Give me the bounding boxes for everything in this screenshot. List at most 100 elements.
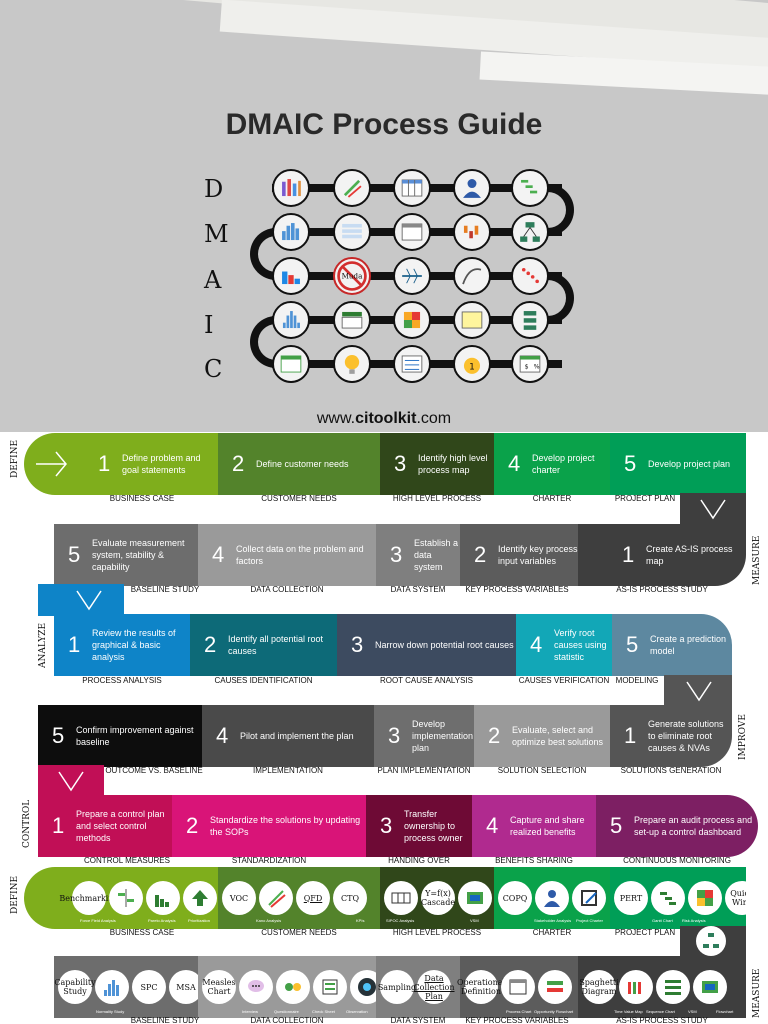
step-text: Generate solutions to eliminate root cau… <box>648 719 724 753</box>
questionnaire-icon[interactable] <box>276 970 310 1004</box>
tool-caption: Gantt Chart <box>652 918 673 923</box>
normality-study-icon[interactable] <box>95 970 129 1004</box>
tool-caption: KPIs <box>356 918 365 923</box>
step-text: Develop project charter <box>532 453 595 475</box>
options-grid-icon <box>453 301 491 339</box>
tool-caption: VSM <box>470 918 479 923</box>
voc-tool[interactable]: VOC <box>222 881 256 915</box>
process-flow-icon <box>511 301 549 339</box>
operational-definition-tool[interactable]: Operational Definition <box>457 970 505 1004</box>
measure-label-4: DATA COLLECTION <box>250 585 324 594</box>
spc-tool[interactable]: SPC <box>132 970 166 1004</box>
step-text: Create a prediction model <box>650 634 727 656</box>
tool-caption: Flowchart <box>716 1009 734 1014</box>
interview-icon[interactable] <box>239 970 273 1004</box>
define-label-5: PROJECT PLAN <box>614 494 676 503</box>
control-label-2: STANDARDIZATION <box>231 856 307 865</box>
letter-a: A <box>204 266 222 294</box>
fishbone-icon <box>393 257 431 295</box>
opportunity-flowchart-icon[interactable] <box>538 970 572 1004</box>
improve-label-2: SOLUTION SELECTION <box>497 766 587 775</box>
spaghetti-diagram-tool[interactable]: Spaghetti Diagram <box>579 970 619 1004</box>
prioritization-icon[interactable] <box>183 881 217 915</box>
check-sheet-icon[interactable] <box>313 970 347 1004</box>
y-fx-cascade-tool[interactable]: Y=f(x) Cascade <box>421 881 455 915</box>
tools-key-process-variables: Operational Definition <box>457 956 578 1018</box>
control-label-3: HANDING OVER <box>388 856 450 865</box>
stakeholder-icon[interactable] <box>535 881 569 915</box>
project-charter-icon[interactable] <box>572 881 606 915</box>
control-step-5: 5 Prepare an audit process and set-up a … <box>596 795 758 857</box>
step-text: Evaluate measurement system, stability &… <box>92 538 185 572</box>
tools-label-business-case: BUSINESS CASE <box>109 928 175 937</box>
vsm-icon[interactable] <box>458 881 492 915</box>
measure-band: 5 Evaluate measurement system, stability… <box>54 524 746 586</box>
step-number: 2 <box>232 451 245 476</box>
tools-business-case: Benchmarking <box>24 867 218 929</box>
tool-caption: Stakeholder Analysis <box>534 918 572 923</box>
msa-tool[interactable]: MSA <box>169 970 203 1004</box>
website-url[interactable]: www.citoolkit.com <box>316 410 452 427</box>
qfd-tool[interactable]: QFD <box>296 881 330 915</box>
measles-chart-tool[interactable]: Measles Chart <box>202 970 236 1004</box>
sipoc-icon[interactable] <box>384 881 418 915</box>
step-text: Define problem and goal statements <box>122 453 201 475</box>
analyze-step-4: 4 Verify root causes using statistic <box>516 614 612 676</box>
process-chart-icon[interactable] <box>501 970 535 1004</box>
tools-data-system: Sampling Data Collection Plan <box>376 956 460 1018</box>
step-number: 5 <box>626 632 639 657</box>
tools-label-customer-needs: CUSTOMER NEEDS <box>261 928 337 937</box>
step-text: Establish a data system <box>414 538 459 572</box>
control-step-1: 1 Prepare a control plan and select cont… <box>38 795 172 857</box>
step-text: Identify all potential root causes <box>228 634 324 656</box>
risk-analysis-icon[interactable] <box>688 881 722 915</box>
tool-caption: Questionnaire <box>274 1009 299 1014</box>
tools-baseline-study: Capability Study SPC MSA <box>54 956 203 1018</box>
bar-chart-icon <box>272 169 310 207</box>
analyze-step-3: 3 Narrow down potential root causes <box>337 614 516 676</box>
time-value-map-icon[interactable] <box>619 970 653 1004</box>
capability-study-tool[interactable]: Capability Study <box>54 970 96 1004</box>
sampling-tool[interactable]: Sampling <box>378 970 416 1004</box>
analyze-step-1: 1 Review the results of graphical & basi… <box>54 614 190 676</box>
quick-wins-tool[interactable]: Quick Wins <box>725 881 746 915</box>
step-text: Prepare an audit process and set-up a co… <box>634 815 753 837</box>
pareto-chart-icon <box>272 257 310 295</box>
improve-label-5: OUTCOME VS. BASELINE <box>105 766 203 775</box>
tools-high-level-process: Y=f(x) Cascade <box>380 867 494 929</box>
control-label-1: CONTROL MEASURES <box>84 856 170 865</box>
tools-label-data-system: DATA SYSTEM <box>390 1016 446 1024</box>
measure-step-3: 3 Establish a data system <box>376 524 460 586</box>
step-text: Prepare a control plan and select contro… <box>76 809 165 843</box>
sop-document-icon <box>393 345 431 383</box>
tools-label-baseline-study: BASELINE STUDY <box>130 1016 200 1024</box>
step-number: 2 <box>186 813 199 838</box>
benchmarking-tool[interactable]: Benchmarking <box>59 881 119 915</box>
step-number: 4 <box>508 451 521 476</box>
vsm-measure-icon[interactable] <box>693 970 727 1004</box>
flowchart-icon <box>511 213 549 251</box>
step-text: Narrow down potential root causes <box>375 640 514 650</box>
force-field-icon[interactable] <box>109 881 143 915</box>
step-text: Identify high level process map <box>418 453 488 475</box>
sequence-chart-icon[interactable] <box>656 970 690 1004</box>
arrow-right-icon <box>36 451 67 477</box>
page-title: DMAIC Process Guide <box>225 108 543 141</box>
waterfall-chart-icon <box>453 213 491 251</box>
process-mapping-icon[interactable] <box>696 926 726 956</box>
data-collection-plan-tool[interactable]: Data Collection Plan <box>414 970 455 1004</box>
gantt-chart-icon[interactable] <box>651 881 685 915</box>
kano-icon[interactable] <box>259 881 293 915</box>
svg-text:%: % <box>534 363 540 370</box>
define-step-3: 3 Identify high level process map <box>380 433 494 495</box>
tool-caption: Normality Study <box>96 1009 125 1014</box>
pert-tool[interactable]: PERT <box>614 881 648 915</box>
phase-measure-tools: MEASURE <box>752 968 762 1018</box>
improve-step-2: 2 Evaluate, select and optimize best sol… <box>474 705 610 767</box>
tools-label-high-level-process: HIGH LEVEL PROCESS <box>392 928 482 937</box>
ctq-tool[interactable]: CTQ <box>333 881 367 915</box>
measure-label-2: KEY PROCESS VARIABLES <box>465 585 569 594</box>
tool-caption: VSM <box>688 1009 697 1014</box>
pareto-icon[interactable] <box>146 881 180 915</box>
copq-tool[interactable]: COPQ <box>498 881 532 915</box>
